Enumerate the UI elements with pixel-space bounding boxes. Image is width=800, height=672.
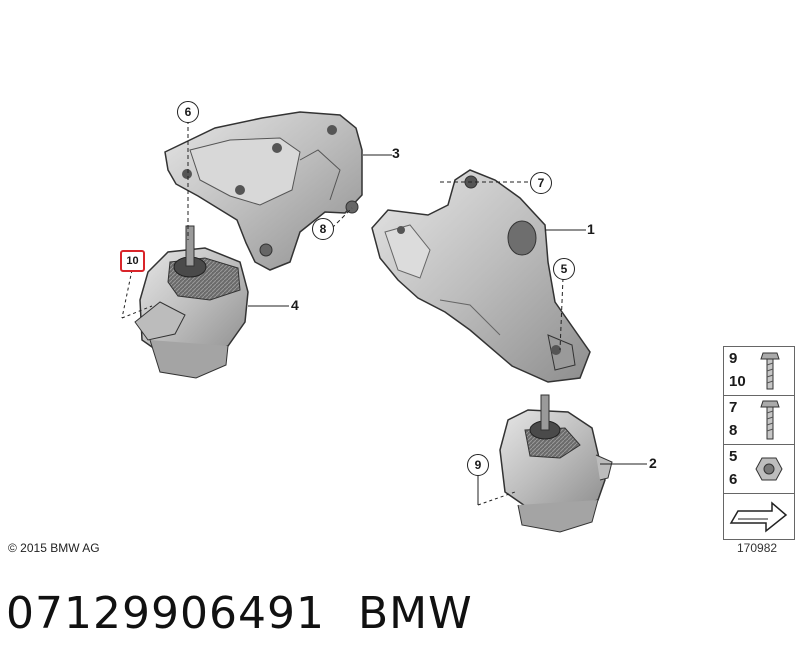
bracket-part-1 — [371, 169, 591, 383]
bolt-icon — [760, 352, 780, 390]
copyright-notice: © 2015 BMW AG — [8, 541, 100, 555]
engine-mount-part-2 — [499, 394, 613, 533]
callout-4: 4 — [291, 297, 299, 313]
callout-10: 10 — [120, 250, 145, 272]
fastener-legend: 9 10 7 8 5 6 — [723, 346, 795, 540]
legend-row-arrow — [724, 494, 794, 539]
diagram-number: 170982 — [737, 541, 778, 555]
legend-row-bolt-7-8: 7 8 — [724, 396, 794, 445]
legend-row-nut-5-6: 5 6 — [724, 445, 794, 494]
callout-6: 6 — [177, 101, 199, 123]
direction-arrow-icon — [729, 501, 788, 533]
callout-8: 8 — [312, 218, 334, 240]
callout-1: 1 — [587, 221, 595, 237]
engine-mount-part-4 — [134, 225, 249, 379]
nut-icon — [755, 457, 783, 481]
legend-row-bolt-9-10: 9 10 — [724, 347, 794, 396]
callout-2: 2 — [649, 455, 657, 471]
callout-3: 3 — [392, 145, 400, 161]
callout-5: 5 — [553, 258, 575, 280]
callout-7: 7 — [530, 172, 552, 194]
brand-name: BMW — [358, 588, 473, 639]
part-number: 07129906491 — [6, 588, 325, 639]
leader-lines — [121, 120, 647, 506]
bolt-icon — [760, 400, 780, 440]
callout-9: 9 — [467, 454, 489, 476]
bracket-part-3 — [164, 111, 363, 271]
